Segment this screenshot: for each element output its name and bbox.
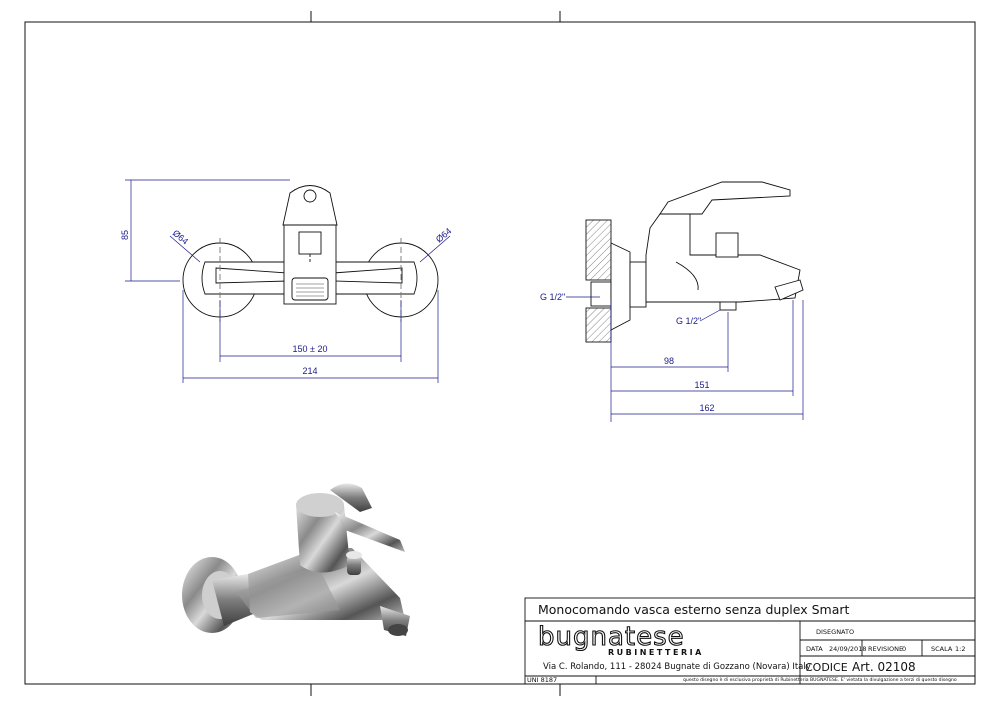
drawing-title: Monocomando vasca esterno senza duplex S… (538, 602, 850, 617)
sheet-frame (24, 11, 976, 696)
date-label: DATA (806, 645, 823, 653)
drawn-label: DISEGNATO (816, 628, 855, 636)
title-block-frame (524, 597, 976, 685)
brand-logo: bugnatese (537, 621, 685, 652)
dim-right-diameter: Ø64 (434, 226, 453, 245)
product-render (182, 483, 410, 636)
code-label: CODICE (805, 661, 848, 674)
scale-label: SCALA (931, 645, 953, 653)
dim-depth-151: 151 (694, 380, 709, 390)
revision-value: 0 (902, 645, 907, 653)
ownership-disclaimer: questo disegno è di esclusiva proprietà … (683, 678, 957, 683)
scale-value: 1:2 (955, 645, 966, 653)
brand-subtitle: RUBINETTERIA (608, 648, 704, 657)
company-address: Via C. Rolando, 111 - 28024 Bugnate di G… (543, 662, 811, 672)
side-dimensions (566, 296, 804, 422)
front-dimensions (125, 179, 451, 383)
article-code: Art. 02108 (852, 660, 916, 674)
dim-overall-width: 214 (302, 366, 317, 376)
dim-front-height: 85 (120, 230, 130, 240)
dim-centers: 150 ± 20 (293, 344, 328, 354)
dim-depth-98: 98 (664, 356, 674, 366)
front-view (182, 185, 439, 322)
dim-depth-162: 162 (699, 403, 714, 413)
norm-reference: UNI 8187 (527, 676, 558, 684)
date-value: 24/09/2018 (829, 645, 867, 653)
revision-label: REVISIONE (868, 645, 904, 653)
dim-side-left-connection: G 1/2" (540, 292, 565, 302)
dim-left-diameter: Ø64 (171, 228, 190, 247)
dim-side-bottom-connection: G 1/2" (676, 316, 701, 326)
side-view (585, 181, 804, 343)
